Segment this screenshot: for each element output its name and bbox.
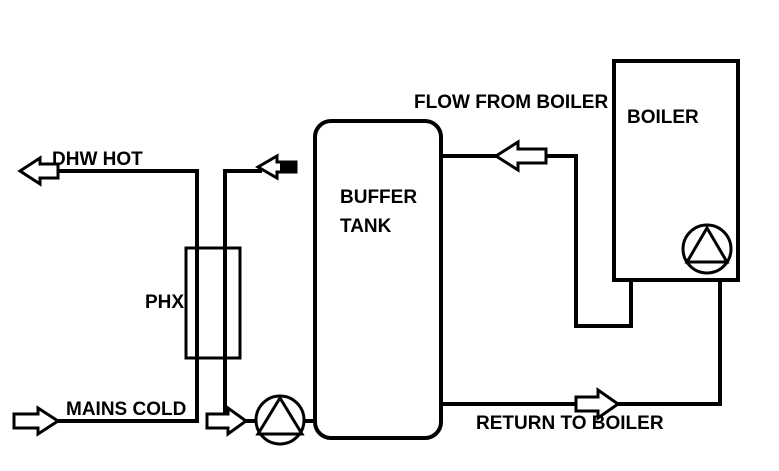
return-to-boiler-pipe <box>439 279 722 406</box>
flow-from-boiler-label: FLOW FROM BOILER <box>414 92 608 113</box>
return-to-boiler-label: RETURN TO BOILER <box>476 413 664 434</box>
mains-cold-pipe <box>56 356 199 423</box>
phx-label: PHX <box>145 292 184 313</box>
buffer-to-phx-hot-pipe <box>223 169 262 250</box>
buffer-tank <box>313 119 443 440</box>
dhw-hot-pipe <box>43 169 199 250</box>
pump-in-arrow-icon <box>205 405 249 437</box>
flow-from-boiler-pipe <box>439 154 633 328</box>
dhw-hot-label: DHW HOT <box>52 149 143 170</box>
boiler-label: BOILER <box>627 107 699 128</box>
mains-cold-arrow-icon <box>12 405 61 437</box>
flow-from-boiler-arrow-icon <box>493 139 548 173</box>
phx-heat-exchanger <box>184 246 242 360</box>
mains-cold-label: MAINS COLD <box>66 399 186 420</box>
dhw-hot-arrow-icon <box>17 155 60 187</box>
buffer-label-line2: TANK <box>340 216 392 237</box>
boiler-pump-icon <box>681 223 733 275</box>
circulation-pump-icon <box>254 394 306 446</box>
buffer-label-line1: BUFFER <box>340 187 417 208</box>
buffer-out-arrow-icon <box>255 153 298 181</box>
return-to-boiler-arrow-icon <box>574 387 621 421</box>
